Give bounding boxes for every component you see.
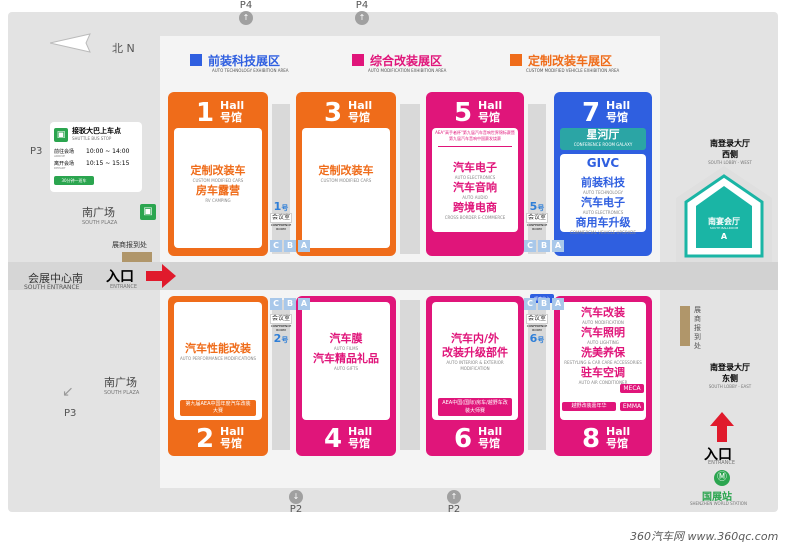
bus-stop-icon: ▣	[140, 204, 156, 220]
entrance-arrow-icon	[710, 412, 734, 442]
corridor-3	[528, 104, 546, 254]
bus-frequency-badge: 30分钟一班车	[54, 176, 94, 185]
parking-p4-right: P4 ↑	[352, 0, 372, 25]
emma-tag: EMMA	[620, 402, 644, 411]
entrance-left-label: 入口	[106, 269, 134, 285]
south-plaza-top: 南广场 SOUTH PLAZA	[82, 206, 118, 226]
arrow-icon: ↙	[62, 384, 74, 400]
south-entrance-road	[8, 262, 170, 290]
meeting-room-2[interactable]: 会议室 CONFERENCE ROOM 2号	[270, 314, 292, 345]
south-plaza-bottom: 南广场 SOUTH PLAZA	[104, 376, 140, 396]
entrance-right-label: 入口	[704, 447, 732, 463]
south-entrance-label: 会展中心南	[28, 272, 83, 285]
checkin-right-label: 展商报到处	[694, 306, 701, 350]
meca-tag: MECA	[620, 384, 644, 393]
watermark: 360汽车网 www.360qc.com	[630, 530, 779, 543]
parking-arrow-icon: ↑	[355, 11, 369, 25]
parking-p4-left: P4 ↑	[236, 0, 256, 25]
parking-p3-bottom: P3	[64, 408, 77, 419]
parking-p3-top: P3	[30, 146, 43, 157]
offroad-tag: 越野改装嘉年华	[562, 402, 616, 411]
south-lobby-east: 南登录大厅 东侧 SOUTH LOBBY - EAST	[708, 363, 752, 389]
south-lobby-west: 南登录大厅 西侧 SOUTH LOBBY - WEST	[708, 139, 752, 165]
parking-p2-right: ↑ P2	[447, 490, 461, 515]
parking-arrow-icon: ↑	[239, 11, 253, 25]
corridor-4	[272, 300, 290, 450]
shuttle-bus-panel: ▣ 接驳大巴上车点 SHUTTLE BUS STOP 前往会场 ARRIVE 1…	[50, 122, 142, 192]
hall-2[interactable]: 汽车性能改装 AUTO PERFORMANCE MODIFICATIONS 第九…	[168, 296, 268, 456]
legend-swatch	[190, 54, 202, 66]
compass-arrow-icon	[49, 32, 98, 54]
compass-label: 北 N	[112, 42, 135, 55]
event-tag: 第九届AEA中国年度汽车改装大赛	[180, 400, 256, 416]
corridor-5	[400, 300, 420, 450]
meeting-room-1[interactable]: 1号 会议室 CONFERENCE ROOM	[270, 200, 292, 231]
metro-station-label: 国展站	[702, 492, 732, 503]
legend-swatch	[352, 54, 364, 66]
metro-icon: Ⓜ	[714, 470, 730, 486]
entrance-arrow-icon	[146, 264, 176, 288]
legend-swatch	[510, 54, 522, 66]
hall-6[interactable]: 汽车内/外 改装升级部件 AUTO INTERIOR & EXTERIOR MO…	[426, 296, 524, 456]
checkin-desk-right	[680, 306, 690, 346]
parking-arrow-icon: ↓	[289, 490, 303, 504]
checkin-desk	[122, 252, 152, 262]
galaxy-room[interactable]: 星河厅 CONFERENCE ROOM GALAXY	[560, 128, 646, 150]
checkin-label: 展商报到处	[112, 241, 147, 249]
parking-arrow-icon: ↑	[447, 490, 461, 504]
hall-8[interactable]: 汽车改装 AUTO MODIFICATION 汽车照明 AUTO LIGHTIN…	[554, 296, 652, 456]
event-tag: AEA中国(国际)房车/越野车改装大师赛	[438, 398, 512, 416]
corridor-2	[400, 104, 420, 254]
corridor-1	[272, 104, 290, 254]
parking-p2-left: ↓ P2	[289, 490, 303, 515]
main-corridor	[170, 262, 778, 290]
south-ballroom[interactable]: 南宴会厅 SOUTH BALLROOM A	[672, 164, 776, 264]
corridor-6	[528, 300, 546, 450]
meeting-room-5[interactable]: 5号 会议室 CONFERENCE ROOM	[526, 200, 548, 231]
meeting-room-6[interactable]: 会议室 CONFERENCE ROOM 6号	[526, 314, 548, 345]
bus-icon: ▣	[54, 128, 68, 142]
